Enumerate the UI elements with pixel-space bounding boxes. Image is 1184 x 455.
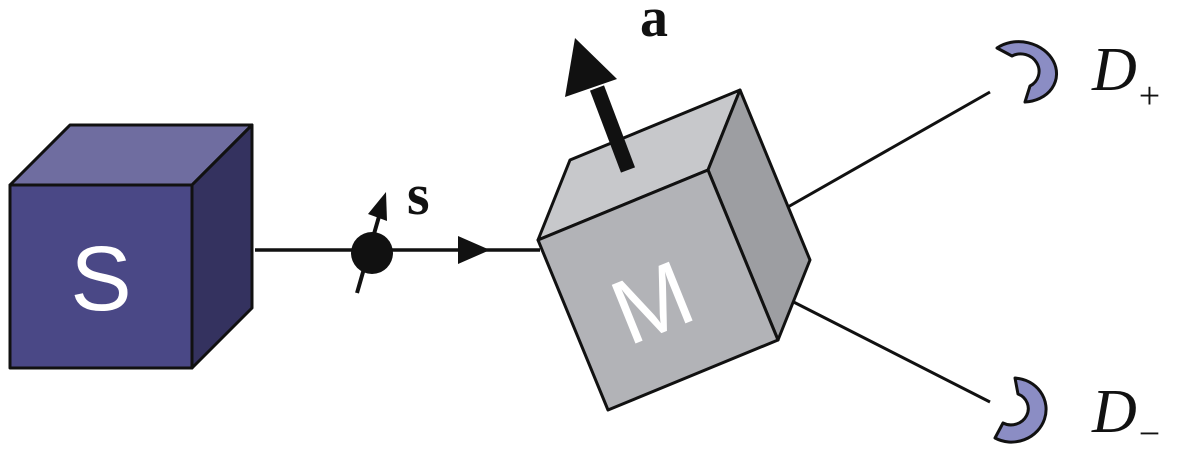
spin-label: s (407, 162, 430, 227)
field-axis-shaft (589, 85, 636, 173)
field-axis-arrow: a (565, 0, 668, 173)
detector-minus-letter: D (1091, 378, 1137, 446)
source-box: S (8, 123, 254, 370)
spin-particle: s (351, 162, 430, 294)
detector-plus-subscript: + (1139, 75, 1160, 117)
field-axis-label: a (640, 0, 668, 49)
detector-plus: D+ (995, 36, 1160, 117)
source-box-front (8, 183, 194, 370)
magnet-box-front (536, 168, 780, 412)
source-box-label: S (70, 228, 131, 330)
spin-arrowhead (368, 192, 387, 221)
detector-minus-cup (993, 376, 1048, 444)
field-axis-arrowhead (565, 38, 617, 97)
beam-arrowhead (458, 236, 490, 264)
beam-to-d-minus-line (769, 288, 991, 404)
detector-minus-label: D− (1091, 378, 1160, 455)
detector-plus-letter: D (1091, 36, 1137, 104)
beam-to-d-plus-line (764, 90, 991, 222)
detector-minus: D− (993, 376, 1160, 455)
spin-particle-dot (351, 232, 393, 274)
detector-minus-subscript: − (1139, 413, 1160, 455)
magnet-box: M (536, 88, 812, 412)
detector-plus-cup (995, 40, 1058, 104)
detector-plus-label: D+ (1091, 36, 1160, 117)
